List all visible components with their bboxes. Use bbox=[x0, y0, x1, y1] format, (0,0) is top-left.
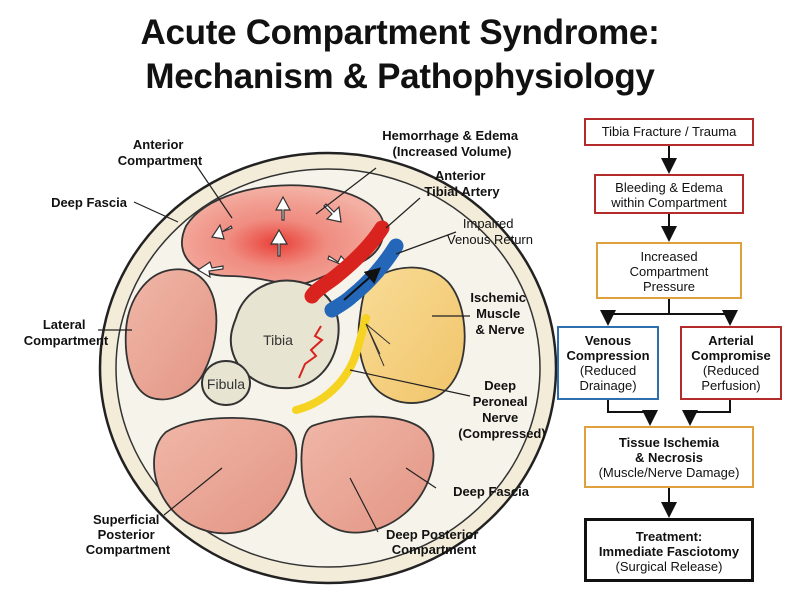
anterior-compartment-label: Anterior Compartment bbox=[118, 137, 203, 168]
flow-arrow-6 bbox=[682, 400, 731, 426]
superficial-posterior-label: Superficial Posterior Compartment bbox=[86, 512, 171, 557]
fibula-bone bbox=[201, 360, 251, 406]
flow-arrow-5 bbox=[607, 400, 658, 426]
venous-return-label: Impaired Venous Return bbox=[447, 216, 533, 247]
lateral-compartment-shape bbox=[124, 268, 218, 401]
nerve-branches bbox=[365, 323, 391, 367]
superficial-posterior-shape bbox=[153, 417, 298, 535]
flow-step-bleeding: Bleeding & Edema within Compartment bbox=[594, 174, 744, 214]
deep-fascia-right-label: Deep Fascia bbox=[453, 484, 530, 499]
hemorrhage-label: Hemorrhage & Edema (Increased Volume) bbox=[382, 128, 521, 159]
deep-fascia-left-label: Deep Fascia bbox=[51, 195, 128, 210]
flow-arrow-3 bbox=[600, 299, 670, 326]
fracture-line bbox=[298, 325, 324, 379]
anterior-tibial-artery bbox=[304, 220, 390, 304]
anterior-tibial-vein bbox=[324, 238, 404, 318]
tibia-label: Tibia bbox=[263, 332, 293, 348]
flow-tissue-ischemia: Tissue Ischemia & Necrosis (Muscle/Nerve… bbox=[584, 426, 754, 488]
deep-posterior-label: Deep Posterior Compartment bbox=[386, 527, 482, 557]
page-subtitle: Mechanism & Pathophysiology bbox=[145, 57, 655, 96]
ischemic-label: Ischemic Muscle & Nerve bbox=[470, 290, 529, 337]
page-title: Acute Compartment Syndrome: bbox=[140, 13, 660, 52]
artery-label: Anterior Tibial Artery bbox=[424, 168, 500, 199]
flow-arterial-compromise: Arterial Compromise (Reduced Perfusion) bbox=[680, 326, 782, 400]
flow-step-pressure: Increased Compartment Pressure bbox=[596, 242, 742, 299]
fibula-label: Fibula bbox=[207, 376, 245, 392]
swelling-arrows bbox=[196, 195, 353, 279]
flow-arrow-4 bbox=[669, 310, 738, 326]
venous-flow-arrow bbox=[343, 267, 381, 301]
flow-venous-compression: Venous Compression (Reduced Drainage) bbox=[557, 326, 659, 400]
nerve-label: Deep Peroneal Nerve (Compressed) bbox=[458, 378, 545, 441]
lateral-compartment-label: Lateral Compartment bbox=[24, 317, 109, 348]
deep-peroneal-nerve bbox=[292, 314, 370, 414]
flow-step-trauma: Tibia Fracture / Trauma bbox=[584, 118, 754, 146]
deep-posterior-shape bbox=[300, 415, 435, 534]
ischemic-muscle-shape bbox=[357, 266, 466, 404]
tibia-bone bbox=[229, 279, 340, 390]
flow-treatment: Treatment: Immediate Fasciotomy (Surgica… bbox=[584, 518, 754, 582]
